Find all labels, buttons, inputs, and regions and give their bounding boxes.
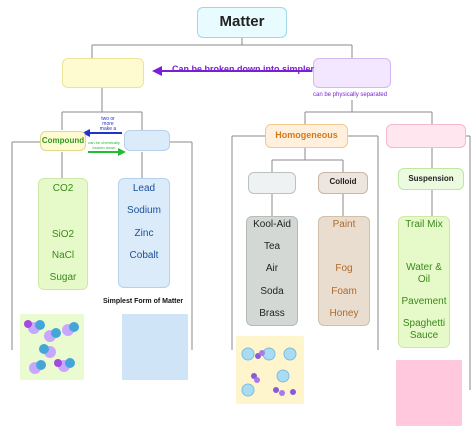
colloid-label-box (318, 172, 368, 194)
matter-title-box (197, 7, 287, 38)
element-item: Cobalt (129, 250, 159, 261)
note-chemically: can be chemically broken down (88, 140, 120, 150)
colloid-label: Colloid (329, 177, 357, 186)
compound-list-box (38, 178, 88, 290)
compound-molecules-image (20, 314, 84, 380)
suspension-item: Trail Mix (405, 219, 443, 230)
element-caption: Simplest Form of Matter (103, 298, 184, 305)
element-list-box (118, 178, 170, 288)
colloid-item: Fog (335, 263, 353, 274)
note-two-or-more: two or more make a (99, 116, 117, 132)
element-item: Lead (132, 183, 156, 194)
colloid-item: Foam (331, 286, 357, 297)
compound-item: NaCl (51, 250, 75, 261)
molecule-illustration (24, 320, 79, 374)
solution-item: Tea (263, 241, 281, 252)
element-image-block (122, 314, 188, 380)
element-item: Sodium (127, 205, 161, 216)
element-item: Zinc (134, 228, 154, 239)
colloid-item: Paint (332, 219, 356, 230)
pure-substance-box (62, 58, 144, 88)
suspension-label: Suspension (408, 174, 454, 183)
mixture-box (313, 58, 391, 88)
compound-item: SiO2 (51, 229, 75, 240)
homogeneous-label: Homogeneous (275, 130, 338, 140)
arrow-simpler-label: Can be broken down into simpler (172, 64, 315, 74)
solution-item: Kool-Aid (253, 219, 291, 230)
solution-list-box (246, 216, 298, 326)
solution-item: Air (265, 263, 279, 274)
arrow-physical-label: can be physically separated (313, 92, 388, 98)
solution-item: Brass (259, 308, 285, 319)
heterogeneous-image-block (396, 360, 462, 426)
compound-label: Compound (41, 136, 85, 145)
solution-label-box (248, 172, 296, 194)
page-title: Matter (219, 13, 265, 30)
homogeneous-label-box (265, 124, 348, 148)
colloid-item: Honey (329, 308, 359, 319)
colloid-list-box (318, 216, 370, 326)
solution-item: Soda (260, 286, 284, 297)
suspension-item: Pavement (401, 296, 447, 307)
suspension-list-box (398, 216, 450, 348)
suspension-item: Spaghetti Sauce (402, 318, 446, 341)
element-label-box (124, 130, 170, 151)
compound-item: Sugar (49, 272, 77, 283)
homogeneous-particles-image (236, 336, 304, 404)
heterogeneous-label-box (386, 124, 466, 148)
suspension-item: Water & Oil (406, 262, 442, 285)
suspension-label-box (398, 168, 464, 190)
compound-item: CO2 (52, 183, 74, 194)
particle-illustration (241, 347, 297, 397)
compound-label-box (40, 131, 86, 151)
